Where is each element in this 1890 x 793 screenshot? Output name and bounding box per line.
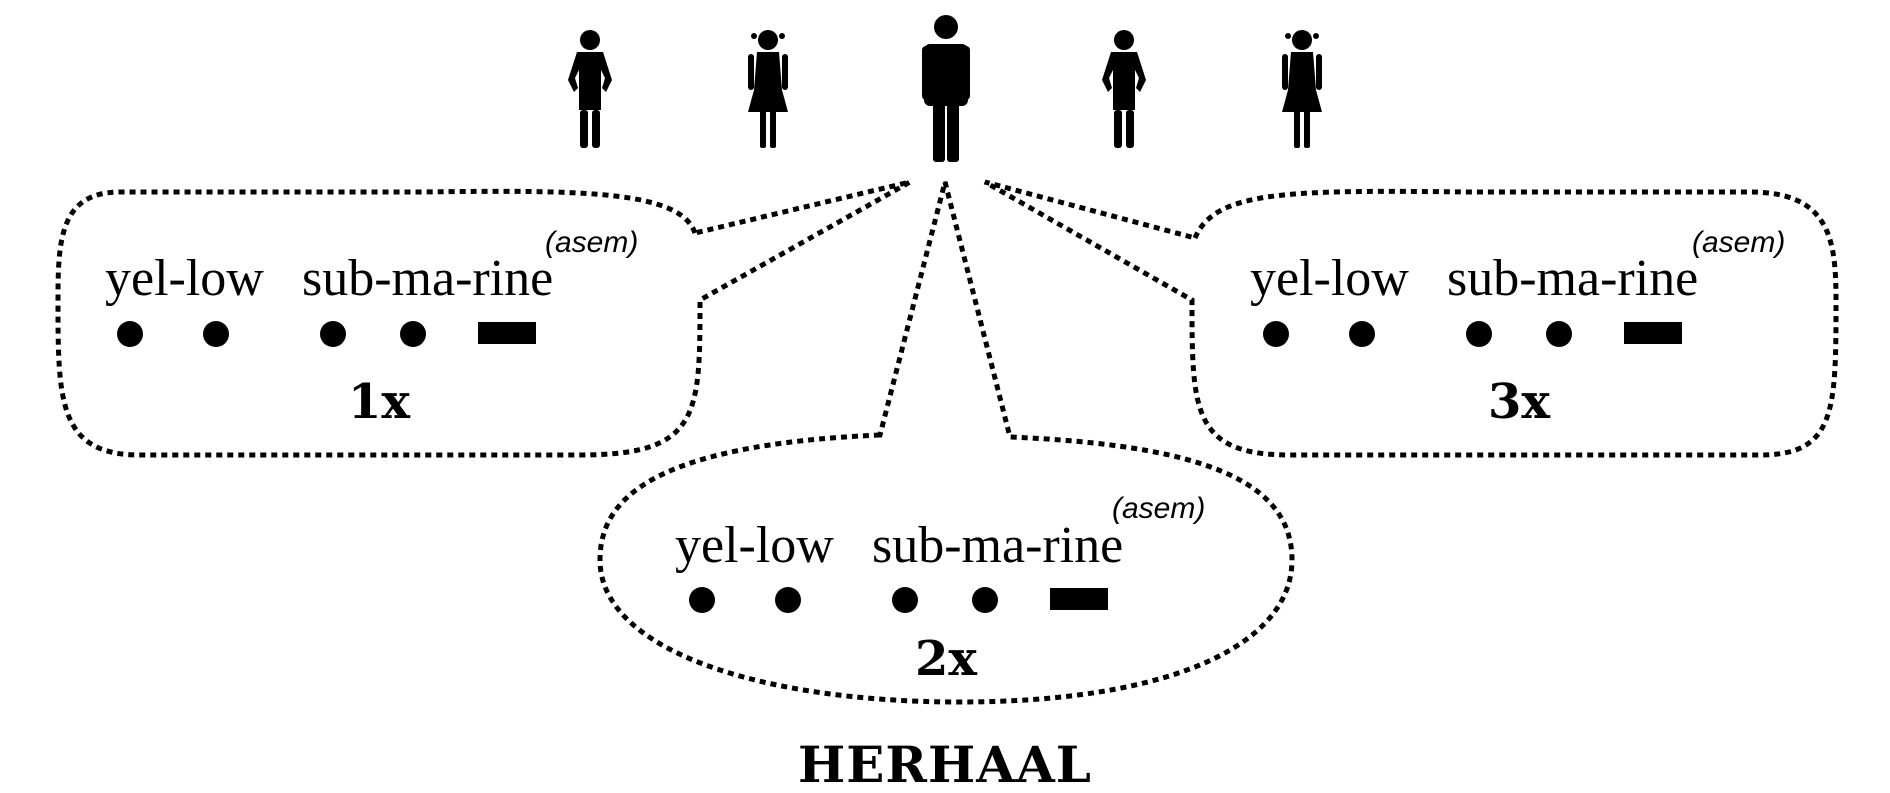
rhythm-dot <box>1546 321 1572 347</box>
rhythm-dot <box>892 587 918 613</box>
rhythm-dot <box>689 587 715 613</box>
bubble-1x: yel-low sub-ma-rine (asem) 1x <box>105 226 638 430</box>
rhythm-dot <box>400 321 426 347</box>
repeat-count: 2x <box>915 631 977 687</box>
bubble-2x: yel-low sub-ma-rine (asem) 2x <box>675 492 1205 687</box>
rhythm-dot <box>1466 321 1492 347</box>
bubble-middle-outline <box>597 181 1295 705</box>
repeat-count: 3x <box>1488 374 1550 430</box>
bubble-right-outline <box>983 179 1839 458</box>
rhythm-dash <box>1050 588 1108 610</box>
man-icon <box>922 15 970 162</box>
word-submarine: sub-ma-rine <box>872 517 1123 574</box>
word-yellow: yel-low <box>105 250 264 307</box>
girl-icon <box>748 30 788 148</box>
rhythm-dot <box>320 321 346 347</box>
rhythm-dot <box>972 587 998 613</box>
word-yellow: yel-low <box>1250 250 1409 307</box>
word-yellow: yel-low <box>675 517 834 574</box>
boy-icon <box>568 30 612 148</box>
rhythm-dot <box>1263 321 1289 347</box>
breath-note: (asem) <box>545 226 638 259</box>
word-submarine: sub-ma-rine <box>1447 250 1698 307</box>
breath-note: (asem) <box>1112 492 1205 525</box>
rhythm-dot <box>117 321 143 347</box>
word-submarine: sub-ma-rine <box>302 250 553 307</box>
repeat-title: HERHAAL <box>798 735 1092 793</box>
breath-note: (asem) <box>1692 226 1785 259</box>
girl-icon <box>1282 30 1322 148</box>
boy-icon <box>1102 30 1146 148</box>
figure-row <box>568 15 1322 162</box>
rhythm-dot <box>1349 321 1375 347</box>
rhythm-dash <box>478 322 536 344</box>
rhythm-dot <box>203 321 229 347</box>
rhythm-dash <box>1624 322 1682 344</box>
rhythm-dot <box>775 587 801 613</box>
bubble-3x: yel-low sub-ma-rine (asem) 3x <box>1250 226 1785 430</box>
repeat-count: 1x <box>348 374 410 430</box>
bubble-left-outline <box>55 179 912 458</box>
